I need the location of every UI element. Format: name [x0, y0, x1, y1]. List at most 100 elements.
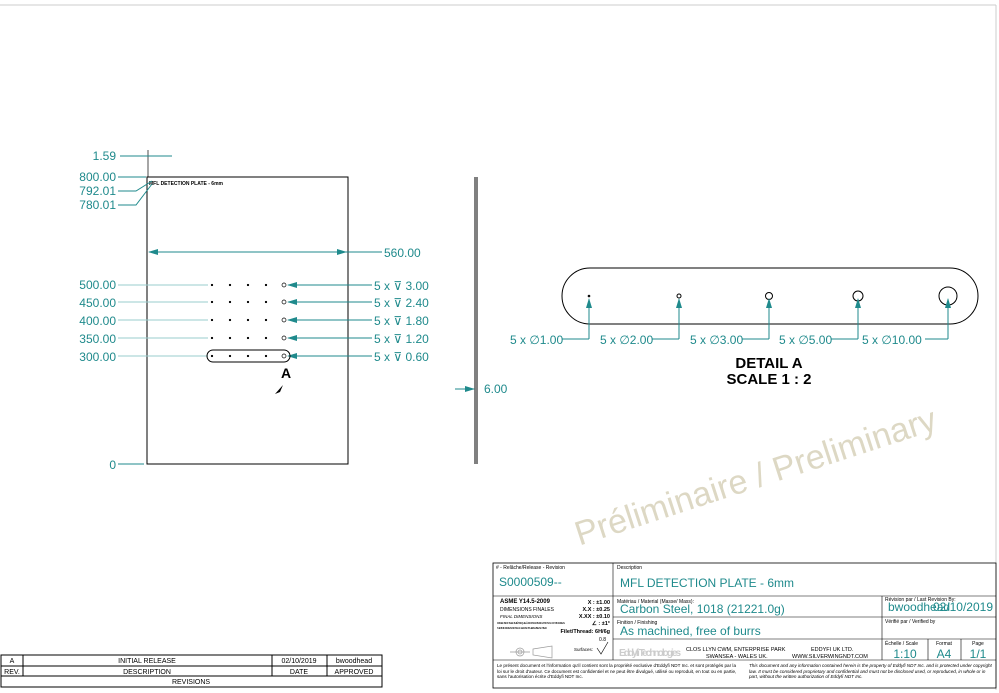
hole-grid — [210, 282, 372, 359]
detail-callout-5: 5 x ∅10.00 — [862, 333, 922, 347]
description-label: Description — [617, 565, 642, 571]
revisions-table: A INITIAL RELEASE 02/10/2019 bwoodhead R… — [0, 654, 383, 688]
dims-note-fr: DIMENSIONS EN MÉTRIQUE À MOINS D'INDICAT… — [497, 620, 565, 625]
dims-note-en: METRIC DIMENSIONS UNLESS OTHERWISE NOTED — [497, 626, 548, 630]
final-dims: FINAL DIMENSIONS — [500, 614, 542, 619]
address-line-1: CLOS LLYN CWM, ENTERPRISE PARK — [686, 647, 786, 653]
hole — [246, 318, 250, 322]
date-header: DATE — [290, 669, 308, 676]
tolerance-xx: X.X : ±0.25 — [583, 607, 610, 613]
revised-by-label: Révision par / Last Revision By: — [885, 597, 956, 603]
page-label: Page — [972, 641, 984, 647]
hole — [228, 336, 232, 340]
hole — [228, 318, 232, 322]
watermark: Préliminaire / Preliminary — [570, 400, 941, 553]
legal-notice-en: This document and any information contai… — [749, 663, 992, 679]
dim-350: 350.00 — [79, 332, 116, 346]
scale-label: Échelle / Scale — [885, 640, 918, 647]
detail-a-boundary — [206, 349, 291, 363]
hole — [210, 336, 214, 340]
finishing-value: As machined, free of burrs — [620, 624, 761, 638]
hole-callout-row3: 5 x ⊽ 1.80 — [374, 314, 429, 328]
hole — [246, 283, 250, 287]
dim-0: 0 — [109, 458, 116, 472]
hole — [281, 335, 287, 341]
company-name: EDDYFI UK LTD. — [811, 647, 854, 653]
material-label: Matériau / Material (Masse/ Mass): — [617, 599, 694, 605]
detail-callout-4: 5 x ∅5.00 — [779, 333, 832, 347]
detail-callout-3: 5 x ∅3.00 — [690, 333, 743, 347]
release-number: S0000509-- — [499, 575, 562, 589]
rev-description: INITIAL RELEASE — [118, 658, 176, 665]
hole — [264, 300, 268, 304]
side-view: 6.00 — [455, 177, 508, 464]
approved-header: APPROVED — [335, 669, 374, 676]
description-header: DESCRIPTION — [123, 669, 171, 676]
tolerance-xxx: X.XX : ±0.10 — [579, 614, 610, 620]
company-website: WWW.SILVERWINGNDT.COM — [792, 654, 868, 660]
hole — [246, 354, 250, 358]
hole-callout-row1: 5 x ⊽ 3.00 — [374, 279, 429, 293]
surface-value: 0.8 — [599, 637, 606, 643]
hole — [246, 336, 250, 340]
hole-callout-row5: 5 x ⊽ 0.60 — [374, 350, 429, 364]
format-label: Format — [936, 641, 952, 647]
surfaces-label: Surfaces: — [574, 647, 593, 652]
detail-callout-1: 5 x ∅1.00 — [510, 333, 563, 347]
dim-300: 300.00 — [79, 350, 116, 364]
hole — [228, 300, 232, 304]
hole — [246, 300, 250, 304]
tolerance-angle: ∠ : ±1° — [592, 620, 610, 627]
format-value: A4 — [937, 647, 952, 661]
hole — [281, 282, 287, 288]
hole — [281, 299, 287, 305]
hole — [228, 354, 232, 358]
detail-a-marker: A — [281, 365, 291, 381]
detail-a: 5 x ∅1.00 5 x ∅2.00 5 x ∅3.00 5 x ∅5.00 … — [510, 267, 979, 388]
material-value: Carbon Steel, 1018 (21221.0g) — [620, 602, 785, 616]
thread-spec: Filet/Thread: 6H/6g — [560, 629, 610, 635]
hole — [210, 300, 214, 304]
hole — [281, 317, 287, 323]
projection-symbol-icon — [510, 645, 553, 659]
plate-engraving: MFL DETECTION PLATE - 6mm — [149, 181, 224, 187]
verified-by-label: Vérifié par / Verified by — [885, 619, 936, 625]
hole — [228, 283, 232, 287]
legal-notice-fr: Le présent document et l'information qu'… — [497, 663, 737, 679]
page-value: 1/1 — [970, 647, 987, 661]
detail-scale: SCALE 1 : 2 — [726, 371, 811, 388]
asme-standard: ASME Y14.5-2009 — [500, 599, 551, 605]
hole — [264, 318, 268, 322]
dim-780: 780.01 — [79, 198, 116, 212]
detail-slot — [561, 267, 979, 325]
rev-date: 02/10/2019 — [281, 658, 316, 665]
dim-792: 792.01 — [79, 184, 116, 198]
revisions-title: REVISIONS — [172, 679, 210, 686]
hole — [210, 318, 214, 322]
release-label: # - Relâche/Release - Revision — [496, 565, 565, 571]
width-dim: 560.00 — [384, 246, 421, 260]
hole-callout-row4: 5 x ⊽ 1.20 — [374, 332, 429, 346]
revised-by: bwoodhead — [888, 600, 950, 614]
thickness-dim: 6.00 — [484, 382, 508, 396]
address-line-2: SWANSEA - WALES UK. — [706, 654, 768, 660]
dim-450: 450.00 — [79, 296, 116, 310]
front-view: MFL DETECTION PLATE - 6mm 1.59 800.00 79… — [79, 149, 429, 472]
detail-title: DETAIL A — [735, 355, 802, 372]
title-block: # - Relâche/Release - Revision S0000509-… — [492, 562, 997, 689]
dim-1-59: 1.59 — [93, 149, 117, 163]
detail-hole — [676, 293, 682, 299]
hole — [210, 354, 214, 358]
hole-callout-row2: 5 x ⊽ 2.40 — [374, 296, 429, 310]
detail-callout-2: 5 x ∅2.00 — [600, 333, 653, 347]
detail-hole — [587, 294, 591, 298]
hole — [264, 354, 268, 358]
hole — [264, 283, 268, 287]
dim-400: 400.00 — [79, 314, 116, 328]
hole — [210, 283, 214, 287]
revised-date: 02/10/2019 — [933, 600, 993, 614]
detail-hole — [765, 292, 773, 300]
finishing-label: Finition / Finishing — [617, 620, 658, 626]
